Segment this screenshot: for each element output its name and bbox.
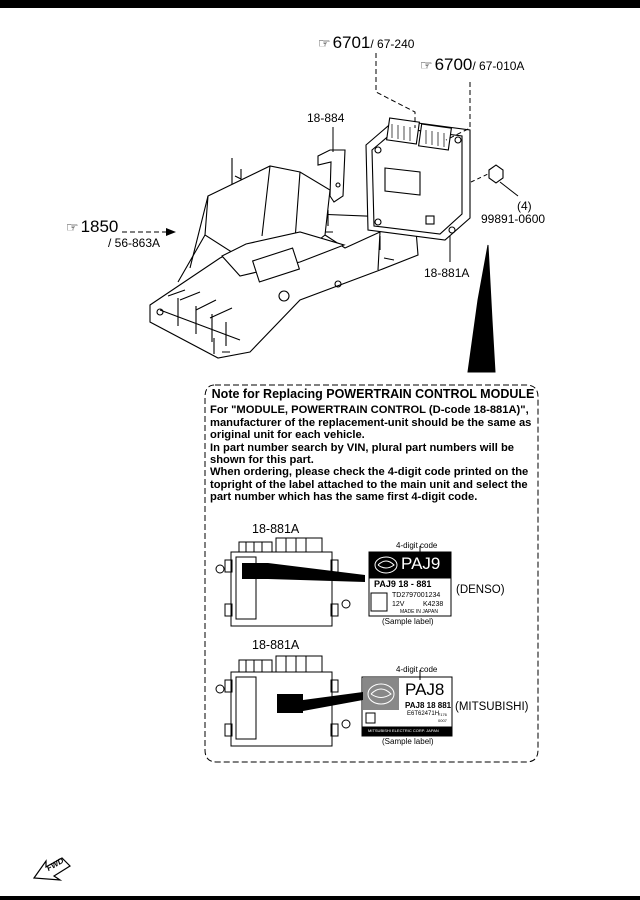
- sample-2-label-spot: [277, 694, 303, 713]
- sample-1-label-spot: [242, 563, 268, 579]
- bottom-border-bar: [0, 896, 640, 900]
- sample-1-code-caption: 4-digit code: [396, 541, 438, 550]
- battery-tray-drawing: [149, 158, 419, 359]
- arrow-head-1850: [166, 228, 176, 236]
- sample-1-code: PAJ9: [401, 554, 441, 573]
- sample-1-part-label: 18-881A: [252, 522, 300, 536]
- note-paragraph: When ordering, please check the 4-digit …: [210, 466, 529, 504]
- sample-1-label-line3: TD2797001234: [392, 592, 441, 599]
- sample-1-label-line5: MADE IN JAPAN: [400, 609, 438, 615]
- leader-lines: [122, 53, 519, 262]
- sample-2-label-line3: E6T62471H: [407, 711, 440, 717]
- sample-2-label-line4b: 0007: [438, 718, 447, 723]
- sample-1-caption: (Sample label): [382, 617, 434, 626]
- note-dashed-border: [204, 384, 539, 763]
- sample-1-label-line4a: 12V: [392, 601, 405, 608]
- sample-1-maker: (DENSO): [456, 584, 505, 596]
- note-paragraph: In part number search by VIN, plural par…: [210, 441, 514, 467]
- ref-1850-sub: / 56-863A: [108, 236, 161, 250]
- part-label-nut[interactable]: 99891-0600: [481, 212, 546, 226]
- ref-6701[interactable]: ☞6701/ 67-240: [318, 33, 415, 52]
- sample-2-maker: (MITSUBISHI): [455, 701, 529, 713]
- ref-1850[interactable]: ☞1850: [66, 217, 119, 236]
- ref-6700[interactable]: ☞6700/ 67-010A: [420, 55, 525, 74]
- bracket-drawing: [317, 149, 346, 203]
- fwd-arrow-icon: [32, 857, 71, 881]
- hand-pointer-icon: ☞: [66, 219, 79, 235]
- part-label-bracket[interactable]: 18-884: [307, 111, 345, 125]
- sample-2-label-line5: MITSUBISHI ELECTRIC CORP. JAPAN: [368, 728, 439, 733]
- pcm-module-drawing: [365, 117, 471, 241]
- hand-pointer-icon: ☞: [420, 57, 433, 73]
- sample-unit-1: [215, 537, 351, 627]
- sample-unit-2: [215, 655, 351, 747]
- sample-2-code-caption: 4-digit code: [396, 665, 438, 674]
- sample-1-label-line4b: K4238: [423, 601, 444, 608]
- sample-2-part-label: 18-881A: [252, 638, 300, 652]
- part-label-nut-qty: (4): [517, 199, 532, 213]
- note-paragraph: For "MODULE, POWERTRAIN CONTROL (D-code …: [210, 404, 532, 442]
- sample-2-label-line4a: 7176: [438, 712, 447, 717]
- sample-1-zoom-wedge: [268, 563, 365, 582]
- replacement-note: Note for Replacing POWERTRAIN CONTROL MO…: [210, 388, 536, 504]
- nut-drawing: [488, 164, 504, 184]
- sample-1-label-line2: PAJ9 18 - 881: [374, 579, 432, 589]
- sample-label-2: [361, 670, 453, 737]
- sample-2-code: PAJ8: [405, 680, 445, 699]
- note-title: Note for Replacing POWERTRAIN CONTROL MO…: [211, 387, 535, 401]
- sample-label-1: [368, 546, 452, 617]
- part-label-module[interactable]: 18-881A: [424, 266, 470, 280]
- top-border-bar: [0, 0, 640, 8]
- sample-2-zoom-wedge: [303, 692, 363, 711]
- sample-2-label-line2: PAJ8 18 881: [405, 701, 452, 710]
- hand-pointer-icon: ☞: [318, 35, 331, 51]
- sample-2-caption: (Sample label): [382, 737, 434, 746]
- note-pointer-arrow: [467, 244, 496, 373]
